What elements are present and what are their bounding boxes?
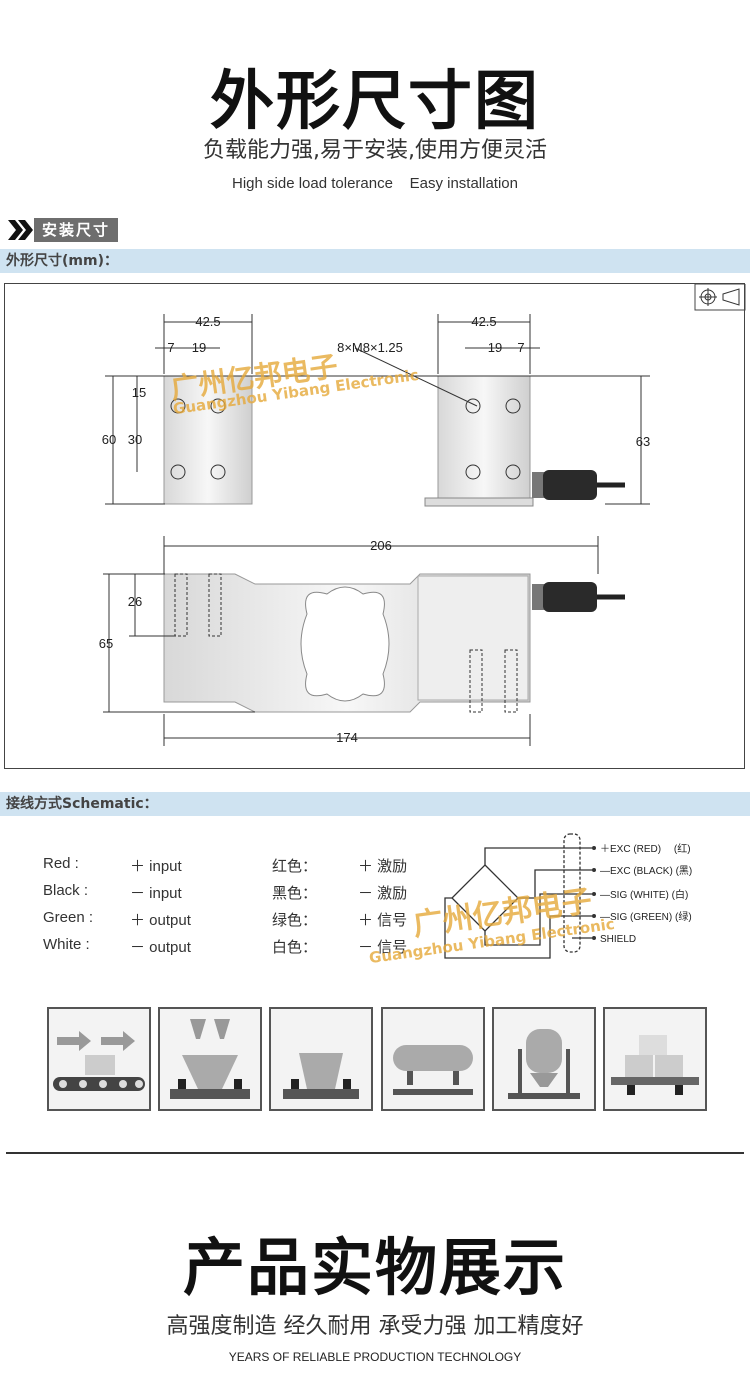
- dim-d13: 26: [128, 594, 142, 609]
- footer-title: 产品实物展示: [182, 1231, 567, 1304]
- wire-label: Black :: [43, 882, 89, 899]
- wire-signal-cn: － 信号: [358, 939, 408, 956]
- bridge-label: —SIG (GREEN) (绿): [600, 910, 692, 923]
- wiring-en-signals: ＋ input － input ＋ output － output: [130, 855, 191, 963]
- drawing-svg: 42.5 7 19 15 60 30 8×M8×1.25 42.5 19 7 6…: [99, 283, 746, 746]
- bridge-label: —EXC (BLACK) (黑): [600, 865, 692, 877]
- page-subtitle: 负载能力强,易于安装,使用方便灵活: [203, 138, 547, 163]
- wiring-cn-colors: 红色： 黑色： 绿色： 白色：: [272, 855, 317, 963]
- silo-icon: [491, 1007, 596, 1111]
- dimension-drawing: 42.5 7 19 15 60 30 8×M8×1.25 42.5 19 7 6…: [4, 283, 746, 769]
- bin-icon: [269, 1007, 374, 1111]
- dim-d12: 206: [370, 538, 392, 553]
- wire-label: Red :: [43, 855, 79, 872]
- schematic-band: 接线方式Schematic：: [0, 792, 750, 816]
- wire-signal-cn: － 激励: [358, 885, 408, 902]
- dim-d4: 15: [132, 385, 146, 400]
- page-title: 外形尺寸图: [210, 65, 540, 139]
- divider: [6, 1152, 744, 1154]
- wire-signal: ＋ output: [130, 912, 191, 929]
- dim-d6: 30: [128, 432, 142, 447]
- wire-label-cn: 红色：: [272, 858, 318, 875]
- dim-d5: 60: [102, 432, 116, 447]
- footer-subtitle: 高强度制造 经久耐用 承受力强 加工精度好: [166, 1314, 584, 1339]
- platform-icon: [602, 1007, 707, 1111]
- wire-signal: － output: [130, 939, 191, 956]
- dim-d11: 63: [636, 434, 650, 449]
- dim-d10: 7: [517, 340, 524, 355]
- dim-d7: 8×M8×1.25: [337, 340, 403, 355]
- section-label-text: 安装尺寸: [34, 218, 119, 242]
- wire-label: White :: [43, 936, 90, 953]
- wiring-cn-signals: ＋ 激励 － 激励 ＋ 信号 － 信号: [358, 855, 407, 963]
- wire-signal-cn: ＋ 激励: [358, 858, 408, 875]
- dim-d9: 19: [488, 340, 502, 355]
- application-icons: [47, 1007, 707, 1111]
- tank-icon: [380, 1007, 485, 1111]
- double-chevron-icon: [8, 220, 33, 240]
- conveyor-icon: [47, 1007, 151, 1111]
- wire-signal: ＋ input: [130, 858, 182, 875]
- bridge-label: SHIELD: [600, 934, 636, 945]
- wire-label-cn: 绿色：: [272, 912, 318, 929]
- bridge-label: —SIG (WHITE) (白): [600, 888, 688, 901]
- footer-subtitle-en: YEARS OF RELIABLE PRODUCTION TECHNOLOGY: [228, 1350, 522, 1364]
- page-subtitle-en: High side load tolerance Easy installati…: [232, 175, 518, 192]
- dim-d15: 174: [336, 730, 358, 745]
- dim-d1: 42.5: [195, 314, 220, 329]
- wire-signal: － input: [130, 885, 182, 902]
- dim-d14: 65: [99, 636, 113, 651]
- bridge-label: ＋EXC (RED) (红): [600, 842, 691, 855]
- dim-d3: 19: [192, 340, 206, 355]
- bridge-circuit: ＋EXC (RED) (红) —EXC (BLACK) (黑) —SIG (WH…: [444, 833, 692, 959]
- wiring-en-colors: Red : Black : Green : White :: [43, 855, 93, 963]
- wire-signal-cn: ＋ 信号: [358, 912, 408, 929]
- wire-label-cn: 黑色：: [272, 885, 318, 902]
- wire-label: Green :: [43, 909, 94, 926]
- dim-d2: 7: [167, 340, 174, 355]
- wire-label-cn: 白色：: [272, 939, 318, 956]
- section-label: 安装尺寸: [6, 218, 119, 242]
- dims-band: 外形尺寸(mm)：: [0, 249, 750, 273]
- hopper-icon: [158, 1007, 263, 1111]
- dim-d8: 42.5: [471, 314, 496, 329]
